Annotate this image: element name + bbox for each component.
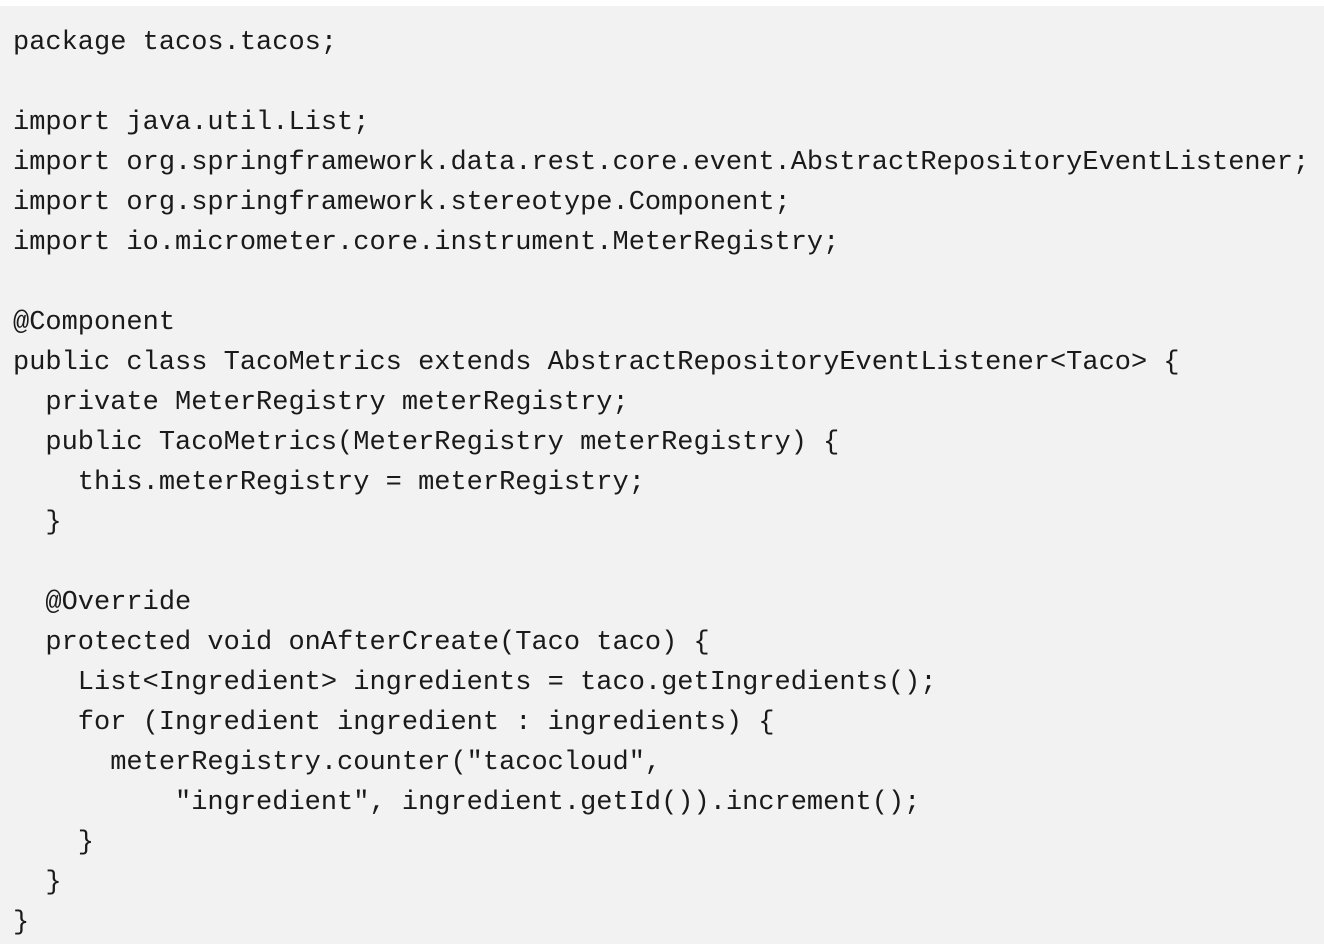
code-line: import java.util.List; xyxy=(13,108,370,138)
code-line: } xyxy=(13,508,62,538)
code-line: package tacos.tacos; xyxy=(13,28,338,58)
code-line xyxy=(13,543,1324,583)
code-line: for (Ingredient ingredient : ingredients… xyxy=(13,708,775,738)
code-line: List<Ingredient> ingredients = taco.getI… xyxy=(13,668,937,698)
code-line: } xyxy=(13,908,30,938)
code-line: @Override xyxy=(13,588,192,618)
code-line xyxy=(13,63,1324,103)
code-line: public class TacoMetrics extends Abstrac… xyxy=(13,348,1180,378)
code-line: meterRegistry.counter("tacocloud", xyxy=(13,748,662,778)
code-line: public TacoMetrics(MeterRegistry meterRe… xyxy=(13,428,840,458)
code-line: private MeterRegistry meterRegistry; xyxy=(13,388,629,418)
code-line: import org.springframework.stereotype.Co… xyxy=(13,188,791,218)
code-line: "ingredient", ingredient.getId()).increm… xyxy=(13,788,921,818)
code-line: this.meterRegistry = meterRegistry; xyxy=(13,468,645,498)
code-line: @Component xyxy=(13,308,176,338)
code-line: } xyxy=(13,868,62,898)
code-line: import org.springframework.data.rest.cor… xyxy=(13,148,1310,178)
code-line xyxy=(13,263,1324,303)
code-listing: package tacos.tacos; import java.util.Li… xyxy=(0,6,1324,944)
code-line: } xyxy=(13,828,95,858)
code-line: protected void onAfterCreate(Taco taco) … xyxy=(13,628,710,658)
code-line: import io.micrometer.core.instrument.Met… xyxy=(13,228,840,258)
